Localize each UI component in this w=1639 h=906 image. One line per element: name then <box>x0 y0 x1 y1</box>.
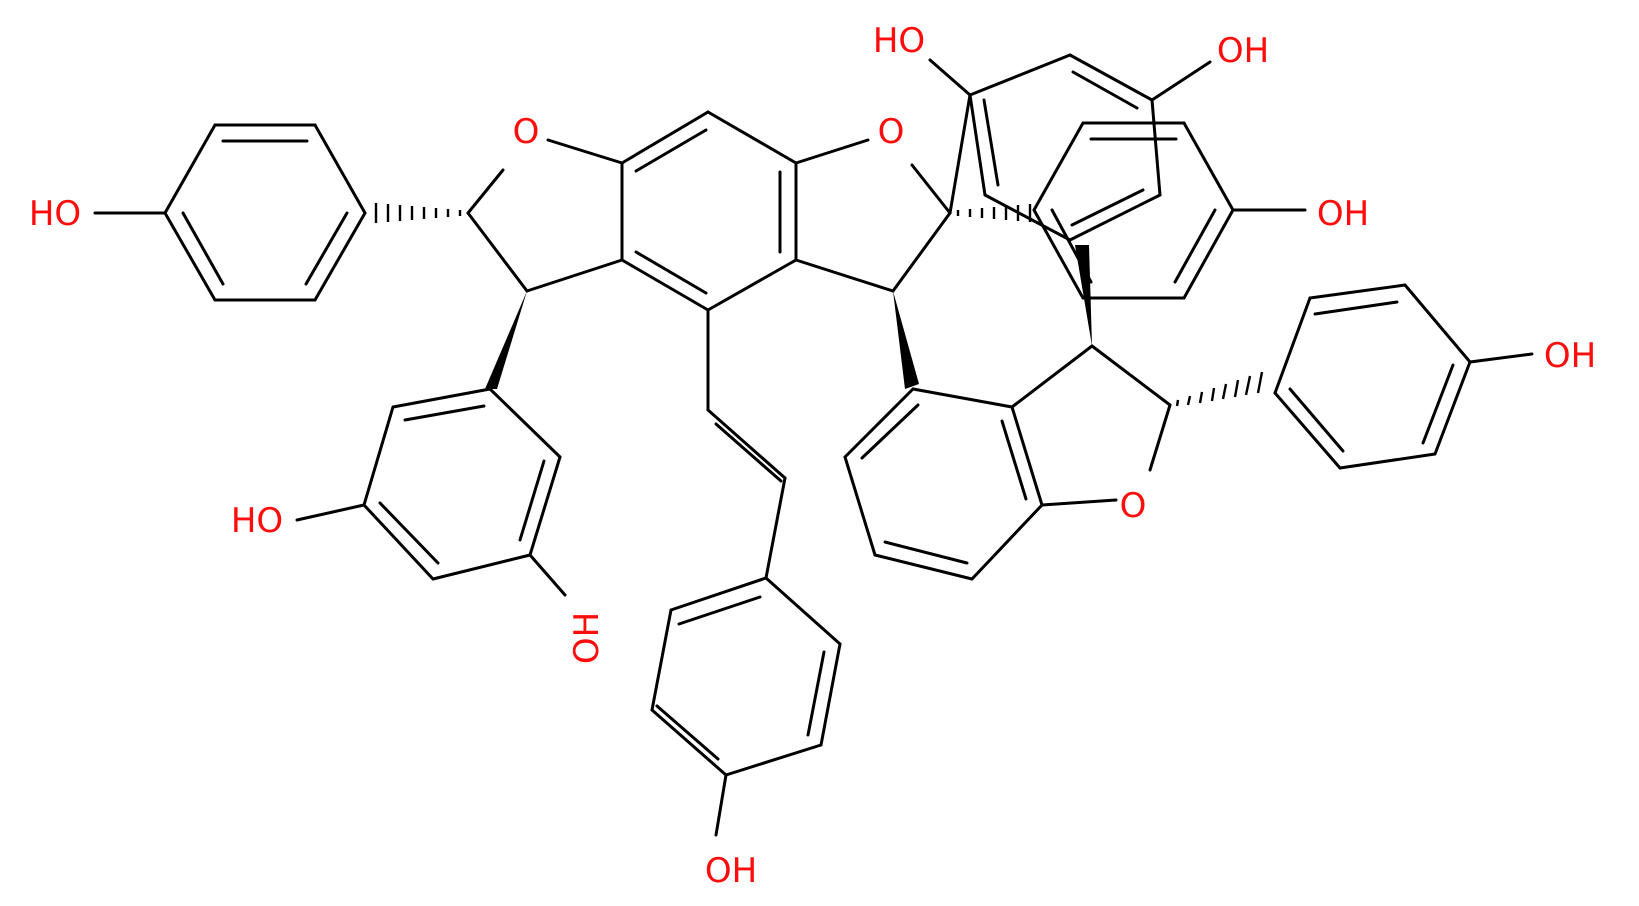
oxygen-label-lower-furan: O <box>1120 486 1147 526</box>
oxygen-label-right-furan: O <box>878 112 905 152</box>
stereo-hash-bonds <box>374 203 1264 407</box>
hydroxyl-label-top-right: OH <box>1217 31 1269 71</box>
atom-labels: HO OH O O HO OH OH O HO OH OH <box>29 21 1596 891</box>
stereo-wedge-bonds <box>485 245 1092 389</box>
hydroxyl-label-far-right-phenol: OH <box>1544 336 1596 376</box>
hydroxyl-label-resorcinol-bottom: OH <box>567 612 607 664</box>
hydroxyl-label-right-phenol: OH <box>1317 194 1369 234</box>
oxygen-label-left-furan: O <box>513 112 540 152</box>
bond-lines <box>93 53 1534 837</box>
hydroxyl-label-bottom-phenol: OH <box>705 851 757 891</box>
hydroxyl-label-resorcinol-left: HO <box>231 501 283 541</box>
hydroxyl-label-left-phenol: HO <box>29 194 81 234</box>
hydroxyl-label-top-left: HO <box>873 21 925 61</box>
